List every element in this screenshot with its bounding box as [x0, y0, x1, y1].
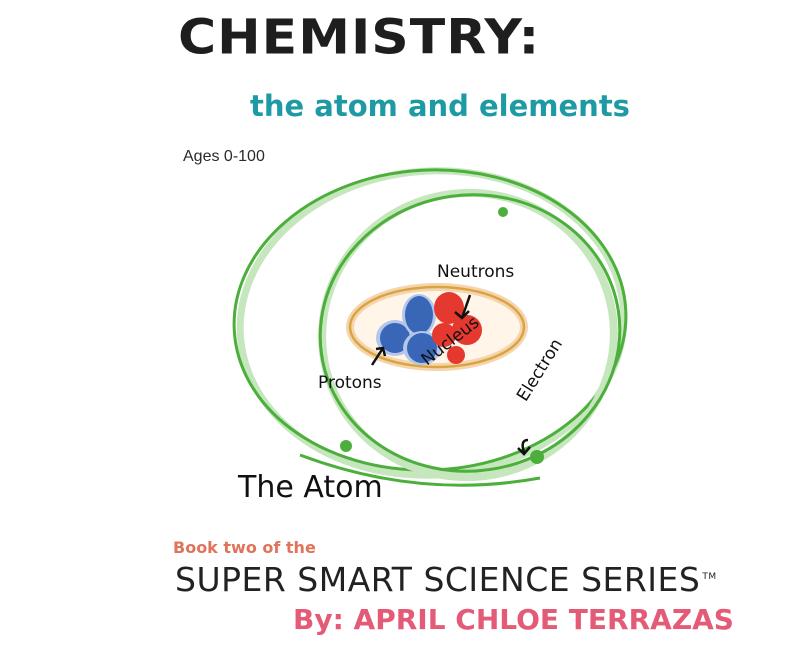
- author-line: By: APRIL CHLOE TERRAZAS: [293, 603, 734, 636]
- inner-orbit: [318, 193, 622, 473]
- electron-arrow-icon: [517, 438, 531, 456]
- electron-dot: [530, 450, 544, 464]
- neutron-arrow-icon: [454, 294, 472, 320]
- electron-dot: [340, 440, 352, 452]
- book-subtitle: the atom and elements: [250, 89, 630, 123]
- label-protons: Protons: [318, 373, 382, 393]
- electron-dot: [498, 207, 508, 217]
- series-intro: Book two of the: [173, 538, 316, 557]
- protons-group: [376, 294, 441, 365]
- orbit-stroke: [299, 453, 541, 487]
- trademark-mark: TM: [702, 572, 717, 582]
- age-range: Ages 0-100: [183, 148, 265, 165]
- proton-arrow-icon: [370, 346, 387, 366]
- neutrons-group: [432, 292, 482, 364]
- inner-orbit-shadow: [318, 188, 618, 482]
- label-neutrons: Neutrons: [437, 262, 515, 282]
- nucleus-ring: [348, 285, 526, 369]
- diagram-caption: The Atom: [238, 470, 383, 505]
- book-title: CHEMISTRY:: [178, 10, 541, 66]
- series-name-text: SUPER SMART SCIENCE SERIES: [175, 560, 701, 599]
